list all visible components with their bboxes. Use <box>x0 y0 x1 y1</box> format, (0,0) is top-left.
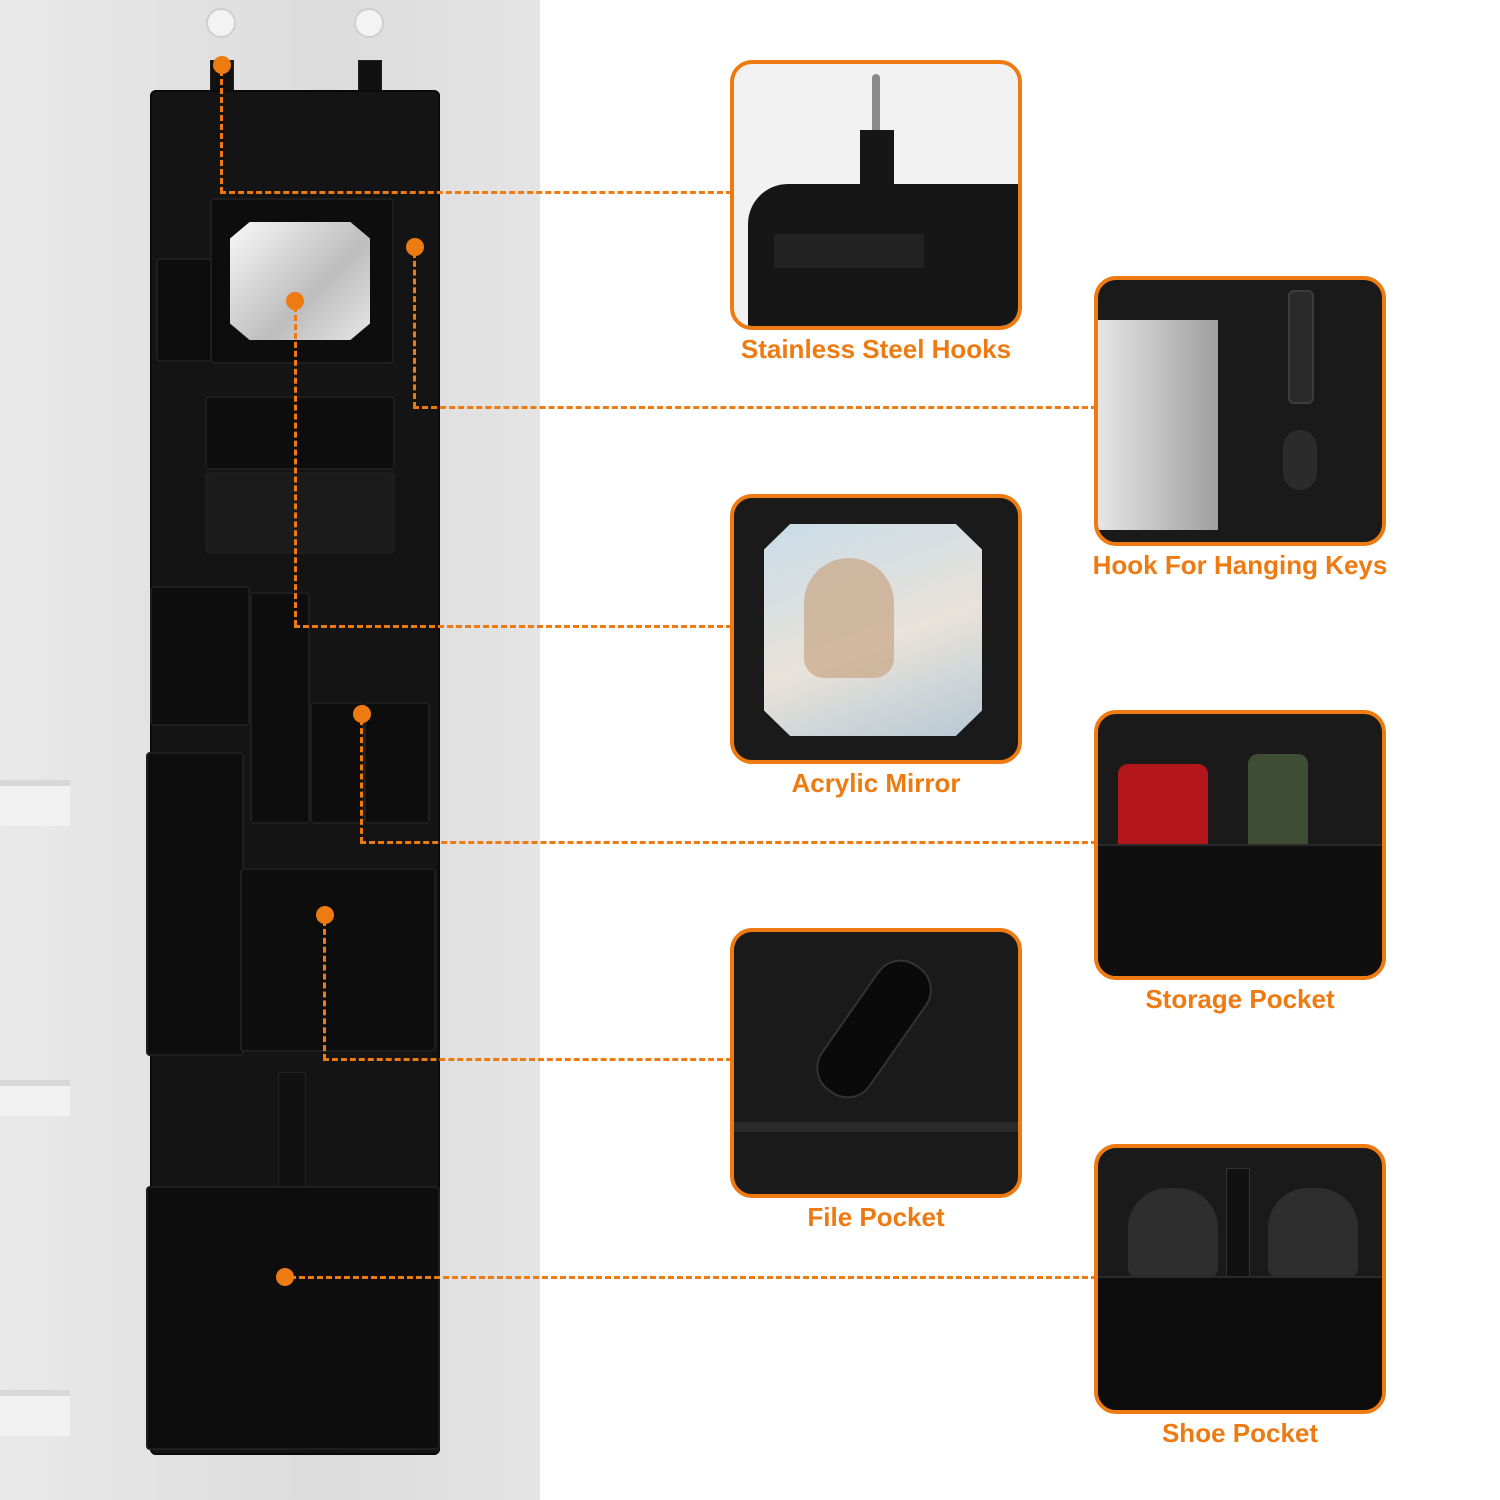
tube-pocket <box>250 592 310 824</box>
connector-storage-v <box>360 719 363 843</box>
marker-mirror <box>286 292 304 310</box>
small-side-pocket <box>156 258 212 362</box>
bottle-pocket-b <box>364 702 430 824</box>
key-hook-icon <box>1288 290 1314 404</box>
bottle-pocket-a <box>310 702 364 824</box>
connector-mirror-h <box>294 625 732 628</box>
connector-hooks-h <box>220 191 732 194</box>
shoe-pocket-front <box>1098 1276 1382 1410</box>
callout-mirror <box>730 494 1022 764</box>
reflection-person <box>804 558 894 678</box>
connector-shoe-h <box>290 1276 1097 1279</box>
mirror-edge <box>1098 320 1218 530</box>
zipper-line <box>734 1122 1018 1132</box>
umbrella-icon <box>805 948 943 1110</box>
connector-mirror-v <box>294 306 297 626</box>
marker-file <box>316 906 334 924</box>
shelf-1 <box>0 780 70 826</box>
shoe-icon <box>1128 1188 1218 1278</box>
shelf-2 <box>0 1080 70 1116</box>
key-icon <box>1283 430 1317 490</box>
connector-hooks-v <box>220 70 223 193</box>
label-hooks: Stainless Steel Hooks <box>740 334 1012 364</box>
connector-keys-h <box>413 406 1097 409</box>
organizer-mirror <box>230 222 370 340</box>
velcro-strip <box>774 234 924 268</box>
marker-hooks <box>213 56 231 74</box>
hook-strap <box>860 130 894 184</box>
label-storage: Storage Pocket <box>1145 984 1335 1014</box>
marker-keys <box>406 238 424 256</box>
connector-storage-h <box>360 841 1097 844</box>
label-file: File Pocket <box>807 1202 945 1232</box>
label-shoe: Shoe Pocket <box>1161 1418 1319 1448</box>
marker-storage <box>353 705 371 723</box>
callout-hooks <box>730 60 1022 330</box>
shelf-3 <box>0 1390 70 1436</box>
shoe-pocket <box>146 1186 440 1450</box>
label-mirror: Acrylic Mirror <box>791 768 961 798</box>
shoe-right <box>1268 1188 1358 1278</box>
callout-shoe <box>1094 1144 1386 1414</box>
cup-pocket-left <box>150 586 250 726</box>
tall-pocket <box>146 752 244 1056</box>
storage-pockets <box>1098 844 1382 976</box>
card-pocket-upper <box>205 396 395 470</box>
wall-hook-right-icon <box>354 8 384 38</box>
wall-hook-left-icon <box>206 8 236 38</box>
connector-keys-v <box>413 252 416 408</box>
callout-file <box>730 928 1022 1198</box>
connector-file-h <box>323 1058 732 1061</box>
callout-keys <box>1094 276 1386 546</box>
connector-file-v <box>323 920 326 1060</box>
zipper-file-pocket <box>240 868 436 1052</box>
hook-icon <box>872 74 880 134</box>
callout-storage <box>1094 710 1386 980</box>
mesh-pocket <box>205 472 395 554</box>
label-keys: Hook For Hanging Keys <box>1092 550 1388 580</box>
marker-shoe <box>276 1268 294 1286</box>
